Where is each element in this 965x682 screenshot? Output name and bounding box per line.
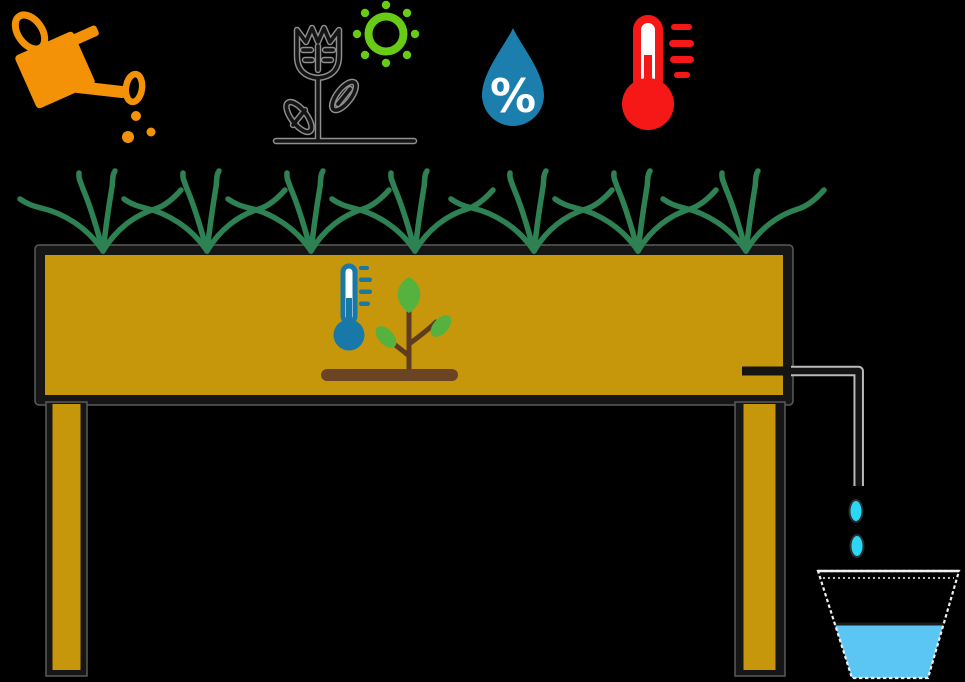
water-drop	[848, 499, 864, 523]
planter-leg-left	[45, 401, 88, 677]
leg-fill	[52, 404, 81, 670]
soil-sensor-icons	[321, 263, 458, 381]
watering-can-icon	[11, 11, 156, 143]
collection-bucket	[816, 569, 961, 680]
drain-pipe-halo	[791, 365, 864, 486]
pour-drop	[146, 127, 156, 137]
sun-ray	[402, 8, 412, 18]
thermometer-scale-mark	[674, 72, 690, 78]
humidity-drop-icon: %	[482, 28, 544, 126]
grass-tuft	[663, 171, 824, 251]
seedling-leaf-left	[375, 326, 397, 348]
soil-thermometer-mark	[359, 266, 369, 270]
sun-ray	[410, 29, 420, 39]
sun-ray	[381, 0, 391, 10]
soil-thermometer-icon	[333, 263, 372, 351]
sun-ray	[381, 58, 391, 68]
watering-can-spout	[72, 81, 128, 98]
falling-drops	[848, 499, 865, 558]
crop-plant-outline	[274, 26, 416, 143]
soil-bar	[321, 369, 458, 381]
soil-thermometer-bulb	[333, 319, 365, 351]
sun-ray	[360, 8, 370, 18]
sun-ray	[402, 50, 412, 60]
leg-fill	[743, 404, 776, 670]
seedling-icon	[321, 277, 458, 381]
soil-thermometer-mark	[359, 277, 372, 282]
bucket-water	[834, 624, 944, 678]
bucket-outline	[816, 569, 961, 680]
humidity-teardrop	[482, 28, 544, 126]
grass-tuft	[332, 171, 493, 251]
thermometer-bulb	[622, 78, 674, 130]
sun-ring	[364, 12, 408, 56]
drain-pipe	[789, 367, 862, 486]
crop-plant-icon	[276, 28, 414, 141]
pour-drop	[131, 111, 141, 121]
soil-thermometer-mark	[359, 301, 370, 306]
thermometer-scale-mark	[669, 40, 694, 47]
seedling-leaf-top	[397, 277, 421, 313]
air-thermometer-icon	[622, 15, 694, 130]
thermometer-mercury	[644, 55, 652, 95]
drainage-system	[742, 365, 961, 680]
planter-box	[20, 171, 824, 677]
sun-ray	[360, 50, 370, 60]
seedling-leaf-right	[430, 315, 452, 337]
soil-thermometer-mercury	[346, 298, 352, 324]
drain-outlet-slot	[742, 366, 792, 376]
sun-icon	[352, 0, 420, 68]
pour-drop	[122, 131, 134, 143]
grass-row	[20, 171, 824, 251]
humidity-percent-label: %	[490, 69, 536, 123]
soil-thermometer-mark	[359, 289, 372, 294]
water-drop	[849, 534, 865, 558]
watering-can-nozzle	[122, 70, 146, 106]
thermometer-scale-mark	[670, 56, 694, 63]
sun-ray	[352, 29, 362, 39]
planter-leg-right	[734, 401, 786, 677]
thermometer-scale-mark	[671, 24, 692, 30]
